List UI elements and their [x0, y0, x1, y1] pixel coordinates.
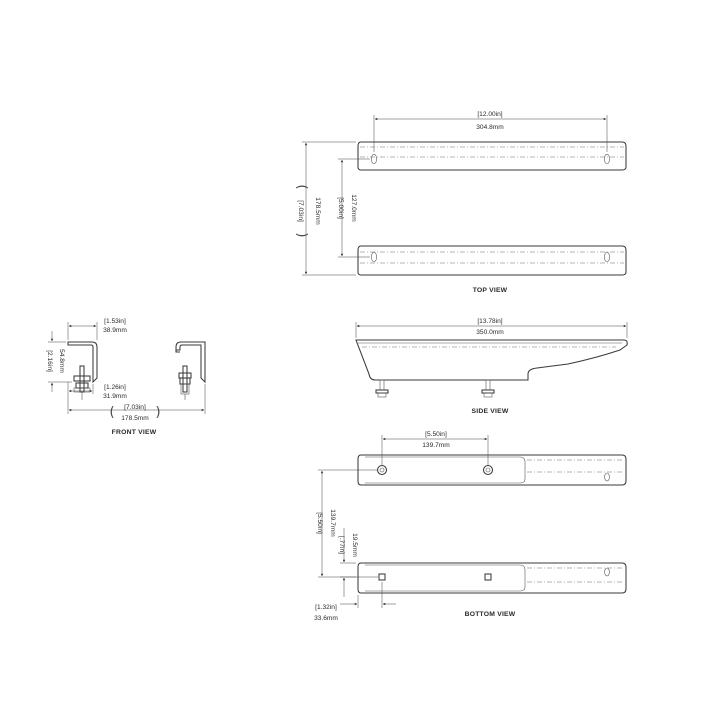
svg-text:): ) [295, 184, 310, 189]
dim-front-height-in: [2.16in] [46, 350, 53, 372]
top-view: [12.00in] 304.8mm ( ) [7.03in] 178.5mm [… [295, 111, 627, 294]
bolt-head [482, 464, 494, 476]
bottom-view: [5.50in] 139.7mm [5.50in] 139.7mm [.77in… [314, 431, 627, 622]
svg-text:(: ( [295, 232, 310, 237]
dim-bot-small-mm: 19.5mm [351, 533, 358, 557]
side-bolt [375, 379, 389, 398]
dim-side-len-mm: 350.0mm [476, 329, 504, 336]
side-bolt [481, 379, 495, 398]
dim-front-total-in: [7.03in] [124, 404, 146, 411]
front-right-bracket [175, 341, 206, 400]
dim-bot-offset-in: [1.32in] [315, 604, 337, 611]
dim-front-inner-mm: 31.9mm [103, 393, 127, 400]
slot-hole [604, 472, 610, 482]
slot-hole [371, 153, 377, 165]
bottom-view-title: BOTTOM VIEW [465, 611, 516, 618]
front-left-bracket [67, 341, 98, 400]
svg-text:): ) [155, 405, 160, 420]
bolt-head [376, 464, 388, 476]
bottom-view-lower-bar [357, 562, 627, 594]
dim-bot-bolt-in: [5.50in] [425, 431, 447, 438]
square-nut [484, 573, 492, 581]
dim-side-len-in: [13.78in] [477, 318, 502, 325]
slot-hole [604, 153, 610, 165]
dim-front-width-mm: 38.9mm [103, 327, 127, 334]
dim-front-height-mm: 54.8mm [58, 349, 65, 373]
bottom-view-upper-bar [357, 454, 627, 486]
front-view-title: FRONT VIEW [112, 429, 157, 436]
square-nut [378, 573, 386, 581]
slot-hole [604, 251, 610, 263]
dim-bot-small-in: [.77in] [338, 536, 345, 554]
dim-top-inner-in: [5.00in] [337, 197, 344, 219]
dim-top-outer-in: [7.03in] [297, 200, 304, 222]
top-view-upper-bar [357, 141, 627, 171]
dim-bot-offset-mm: 33.6mm [314, 615, 338, 622]
dim-bot-height-in: [5.50in] [316, 512, 323, 534]
slot-hole [371, 251, 377, 263]
top-view-lower-bar [357, 245, 627, 276]
front-nut [73, 375, 91, 382]
slot-hole [604, 567, 610, 577]
dim-top-inner-mm: 127.0mm [350, 194, 357, 222]
dim-bot-bolt-mm: 139.7mm [422, 442, 450, 449]
dim-front-total-mm: 178.5mm [121, 415, 149, 422]
top-view-title: TOP VIEW [473, 287, 508, 294]
dim-front-inner-in: [1.26in] [104, 384, 126, 391]
front-view: [1.53in] 38.9mm [2.16in] 54.8mm [1.26in]… [46, 318, 206, 436]
dim-top-width-in: [12.00in] [477, 111, 502, 118]
dim-top-width-mm: 304.8mm [476, 124, 504, 131]
dim-front-width-in: [1.53in] [104, 318, 126, 325]
side-view: [13.78in] 350.0mm SIDE VIEW [355, 318, 628, 415]
side-view-title: SIDE VIEW [472, 408, 509, 415]
dim-top-outer-mm: 178.5mm [314, 197, 321, 225]
svg-text:(: ( [109, 405, 114, 420]
dim-bot-height-mm: 139.7mm [329, 509, 336, 537]
